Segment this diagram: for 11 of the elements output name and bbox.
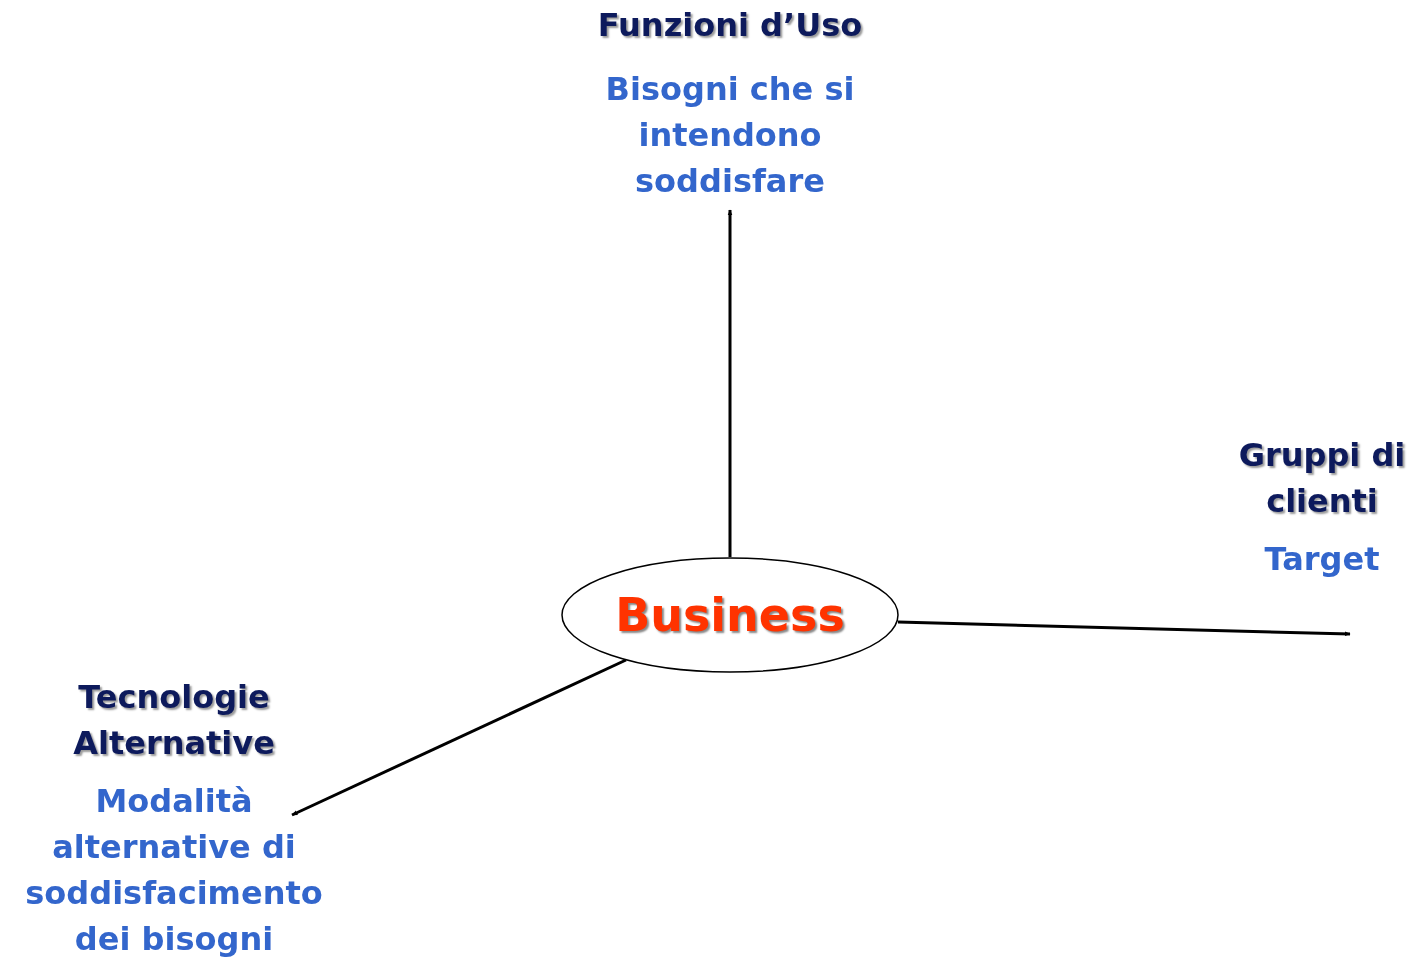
arrow bbox=[727, 209, 733, 557]
dimension-description: Target bbox=[1263, 539, 1381, 580]
dimension-description: Bisogni che si intendono soddisfare bbox=[604, 69, 856, 202]
node-label: Business bbox=[614, 587, 846, 644]
arrow bbox=[291, 658, 627, 817]
dimension-heading: Gruppi di clienti bbox=[1237, 435, 1407, 522]
dimension-heading: Funzioni d’Uso bbox=[596, 5, 864, 46]
dimension-description: Modalità alternative di soddisfacimento dei bisogni bbox=[24, 781, 324, 960]
dimension-heading: Tecnologie Alternative bbox=[72, 677, 276, 764]
arrow bbox=[897, 620, 1351, 637]
ellipse-node bbox=[561, 557, 899, 673]
